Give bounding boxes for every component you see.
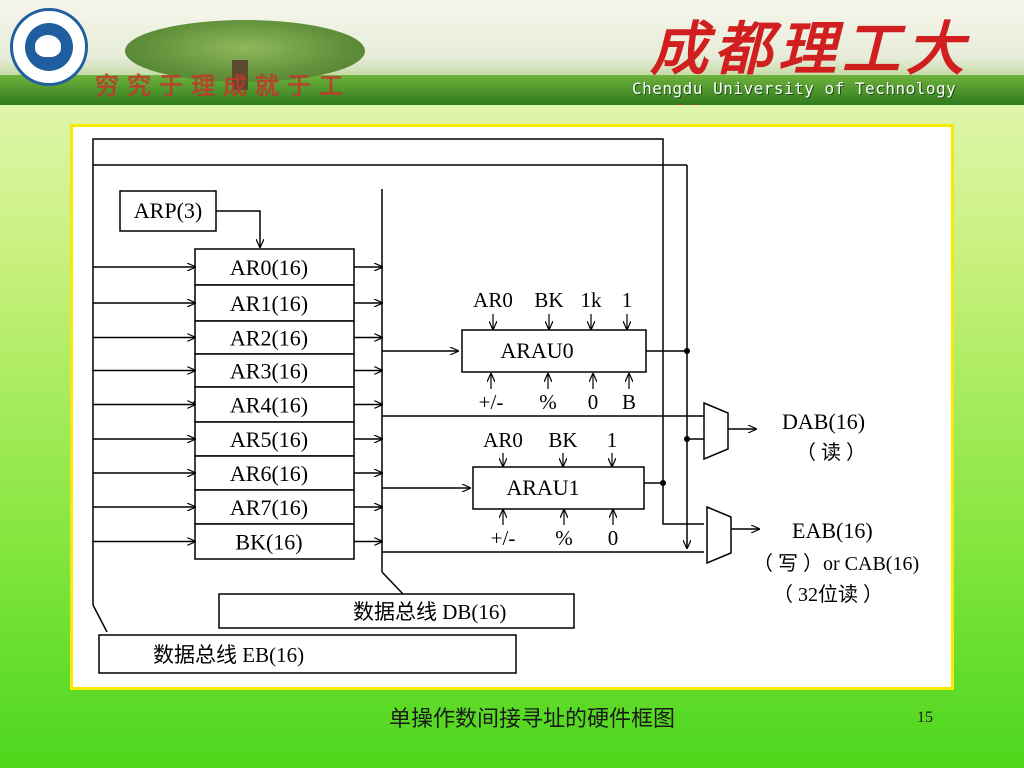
arp-label: ARP(3): [134, 198, 202, 223]
tree-trunk: [232, 60, 248, 90]
eab-label: EAB(16): [792, 518, 873, 543]
arp-box: [119, 190, 217, 232]
university-motto: 穷究于理成就于工: [95, 72, 351, 100]
slide-header: 穷究于理成就于工 成都理工大學 Chengdu University of Te…: [0, 0, 1024, 105]
logo-emblem-icon: [25, 23, 73, 71]
arau1-label: ARAU1: [506, 475, 579, 500]
dab-label: DAB(16): [782, 409, 865, 434]
eab-sublabel: （ 写 ）or CAB(16): [753, 552, 919, 575]
page-number: 15: [917, 709, 933, 726]
arau1-bottom-input-label: +/-: [491, 526, 516, 550]
db-bus-box: [218, 593, 575, 629]
eb-bus-box: [98, 634, 517, 674]
diagram-panel: ARP(3) AR0(16) AR1(16) AR2(16) AR3(16) AR4(1…: [70, 124, 954, 690]
register-label: AR6(16): [230, 461, 308, 486]
arau0-bottom-input-label: 0: [588, 390, 599, 414]
dab-mux: [703, 401, 729, 461]
arau0-box: [461, 329, 647, 373]
arau1-bottom-input-label: %: [555, 526, 573, 550]
slide-caption: 单操作数间接寻址的硬件框图: [388, 707, 675, 732]
eab-mux: [706, 505, 732, 565]
register-cell: [194, 523, 355, 560]
register-label: AR2(16): [230, 326, 308, 351]
arau1-bottom-input-label: 0: [608, 526, 619, 550]
register-label: AR5(16): [230, 427, 308, 452]
register-label: BK(16): [235, 530, 302, 555]
university-name-cn: 成都理工大學: [650, 15, 971, 105]
register-label: AR0(16): [230, 255, 308, 280]
dab-sublabel: （ 读 ）: [796, 441, 866, 464]
arau0-bottom-input-label: B: [622, 390, 636, 414]
arau1-top-input-label: 1: [607, 428, 618, 452]
arau0-top-input-label: 1: [622, 288, 633, 312]
arau0-label: ARAU0: [500, 338, 573, 363]
arau0-bottom-input-label: %: [539, 390, 557, 414]
arau1-box: [472, 466, 645, 510]
university-logo: [10, 8, 88, 86]
grass-band: [0, 75, 1024, 105]
arau0-top-input-label: 1k: [581, 288, 603, 312]
arau1-top-input-label: AR0: [483, 428, 523, 452]
db-bus-label: 数据总线 DB(16): [353, 600, 506, 624]
university-name-en: Chengdu University of Technology: [632, 79, 957, 98]
register-label: AR4(16): [230, 393, 308, 418]
eab-sublabel-2: （ 32位读 ）: [773, 583, 883, 606]
arau0-bottom-input-label: +/-: [479, 390, 504, 414]
arau0-top-input-label: BK: [534, 288, 563, 312]
register-label: AR3(16): [230, 359, 308, 384]
register-label: AR1(16): [230, 291, 308, 316]
eb-bus-label: 数据总线 EB(16): [153, 643, 304, 667]
hardware-block-diagram: ARP(3) AR0(16) AR1(16) AR2(16) AR3(16) AR4(1…: [92, 138, 919, 674]
arau1-top-input-label: BK: [548, 428, 577, 452]
register-label: AR7(16): [230, 495, 308, 520]
arau0-top-input-label: AR0: [473, 288, 513, 312]
